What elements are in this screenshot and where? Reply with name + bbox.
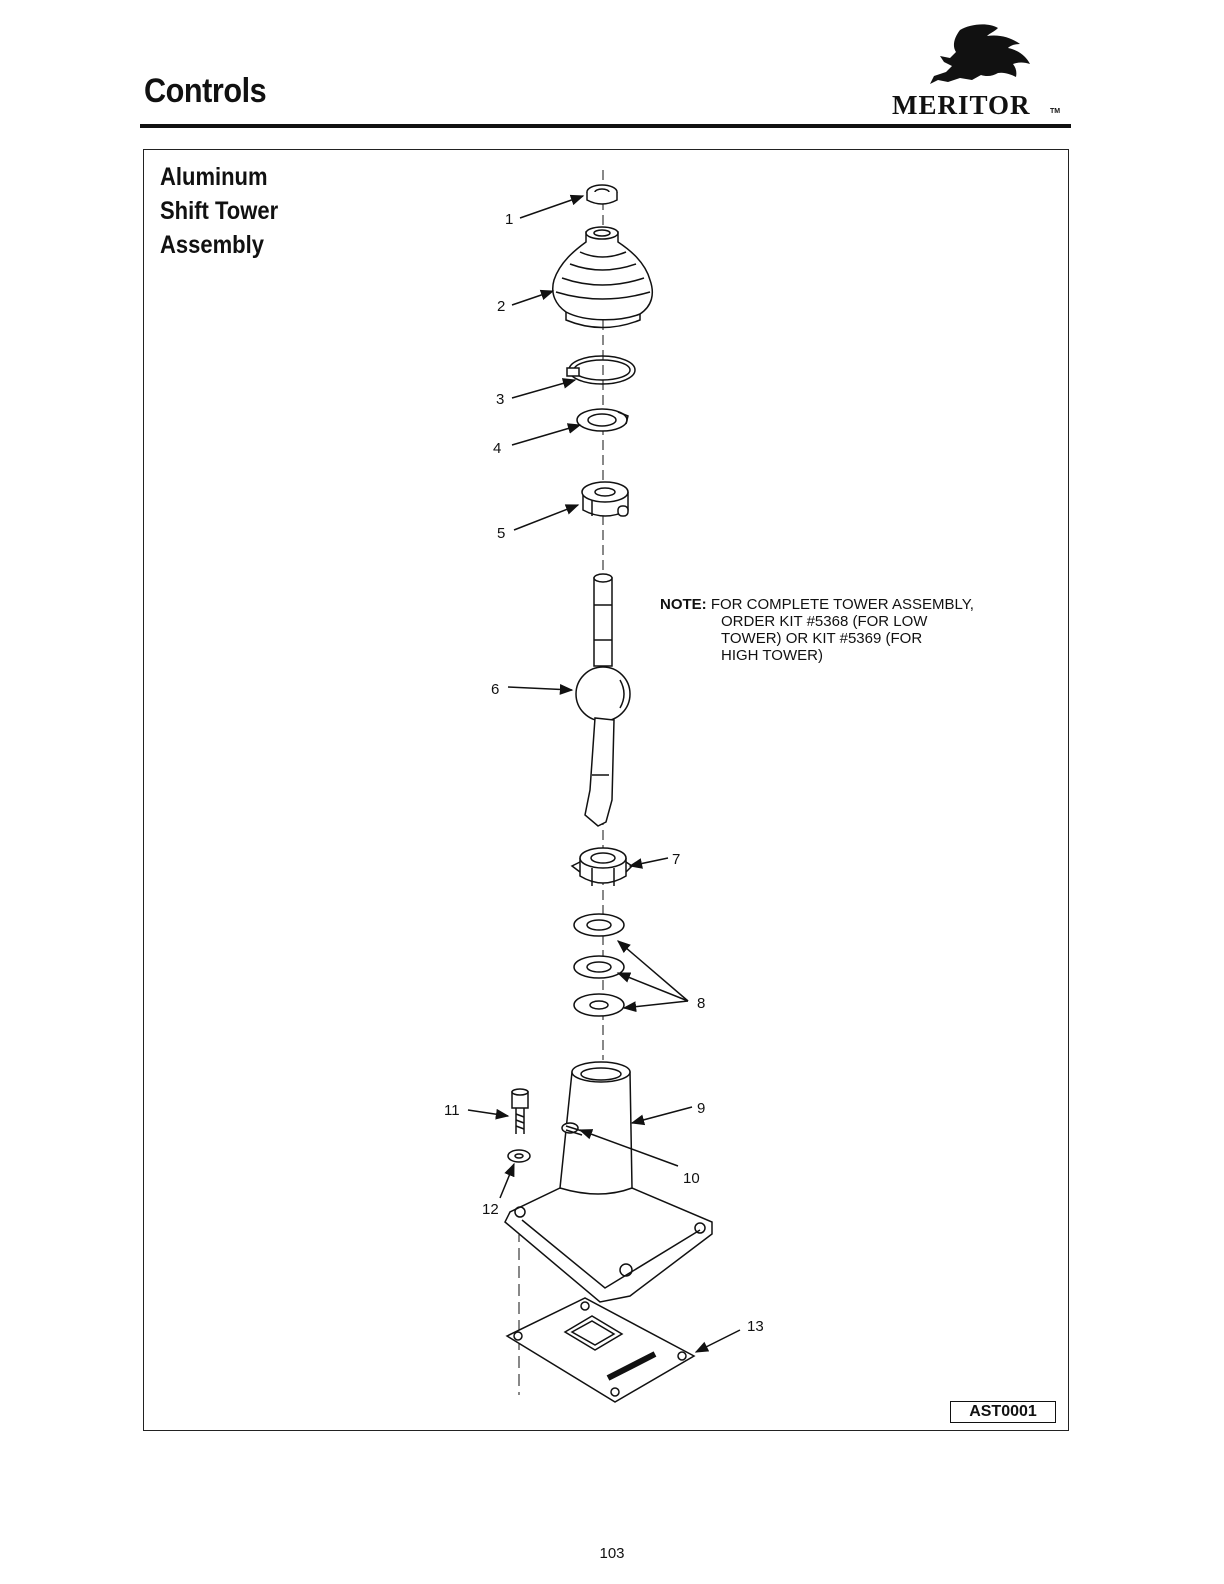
callout-12: 12	[482, 1201, 499, 1218]
retaining-ring-part	[576, 408, 629, 432]
note-label: NOTE:	[660, 596, 707, 613]
bull-logo-icon	[930, 24, 1030, 84]
callout-13: 13	[747, 1318, 764, 1335]
note-line: TOWER) OR KIT #5369 (FOR	[721, 630, 923, 647]
callout-9: 9	[697, 1100, 705, 1117]
shift-finger-part	[570, 847, 634, 886]
trademark-mark: TM	[1050, 108, 1061, 115]
kit-note: NOTE: FOR COMPLETE TOWER ASSEMBLY, ORDER…	[660, 596, 974, 664]
nut-part	[586, 184, 618, 205]
note-line: HIGH TOWER)	[721, 647, 823, 664]
meritor-logo: MERITOR TM	[890, 22, 1075, 122]
header-rule	[140, 124, 1071, 128]
callout-5: 5	[497, 525, 505, 542]
figure-title: Aluminum Shift Tower Assembly	[160, 160, 278, 262]
callout-4: 4	[493, 440, 501, 457]
callout-3: 3	[496, 391, 504, 408]
figure-title-line: Aluminum	[160, 163, 268, 191]
callout-11: 11	[444, 1102, 460, 1119]
figure-code: AST0001	[950, 1401, 1056, 1423]
callout-2: 2	[497, 298, 505, 315]
tower-housing-part	[504, 1061, 713, 1303]
washer-stack-part	[573, 913, 625, 1017]
bolt-part	[511, 1088, 529, 1134]
callout-7: 7	[672, 851, 680, 868]
boot-part	[552, 226, 653, 329]
note-line: FOR COMPLETE TOWER ASSEMBLY,	[710, 596, 974, 613]
figure-panel	[143, 149, 1069, 1431]
callout-8: 8	[697, 995, 705, 1012]
shift-lever-part	[575, 573, 631, 827]
snap-ring-part	[566, 355, 636, 385]
figure-title-line: Assembly	[160, 231, 264, 259]
callout-1: 1	[505, 211, 513, 228]
note-line: ORDER KIT #5368 (FOR LOW	[721, 613, 928, 630]
figure-title-line: Shift Tower	[160, 197, 279, 225]
callout-6: 6	[491, 681, 499, 698]
small-washer-part	[507, 1149, 531, 1163]
page-number: 103	[599, 1545, 625, 1562]
leader-lines	[467, 194, 741, 1353]
brand-name: MERITOR	[892, 90, 1031, 120]
collar-part	[581, 481, 629, 517]
section-title: Controls	[144, 72, 267, 110]
callout-10: 10	[683, 1170, 700, 1187]
gasket-part	[505, 1297, 696, 1403]
